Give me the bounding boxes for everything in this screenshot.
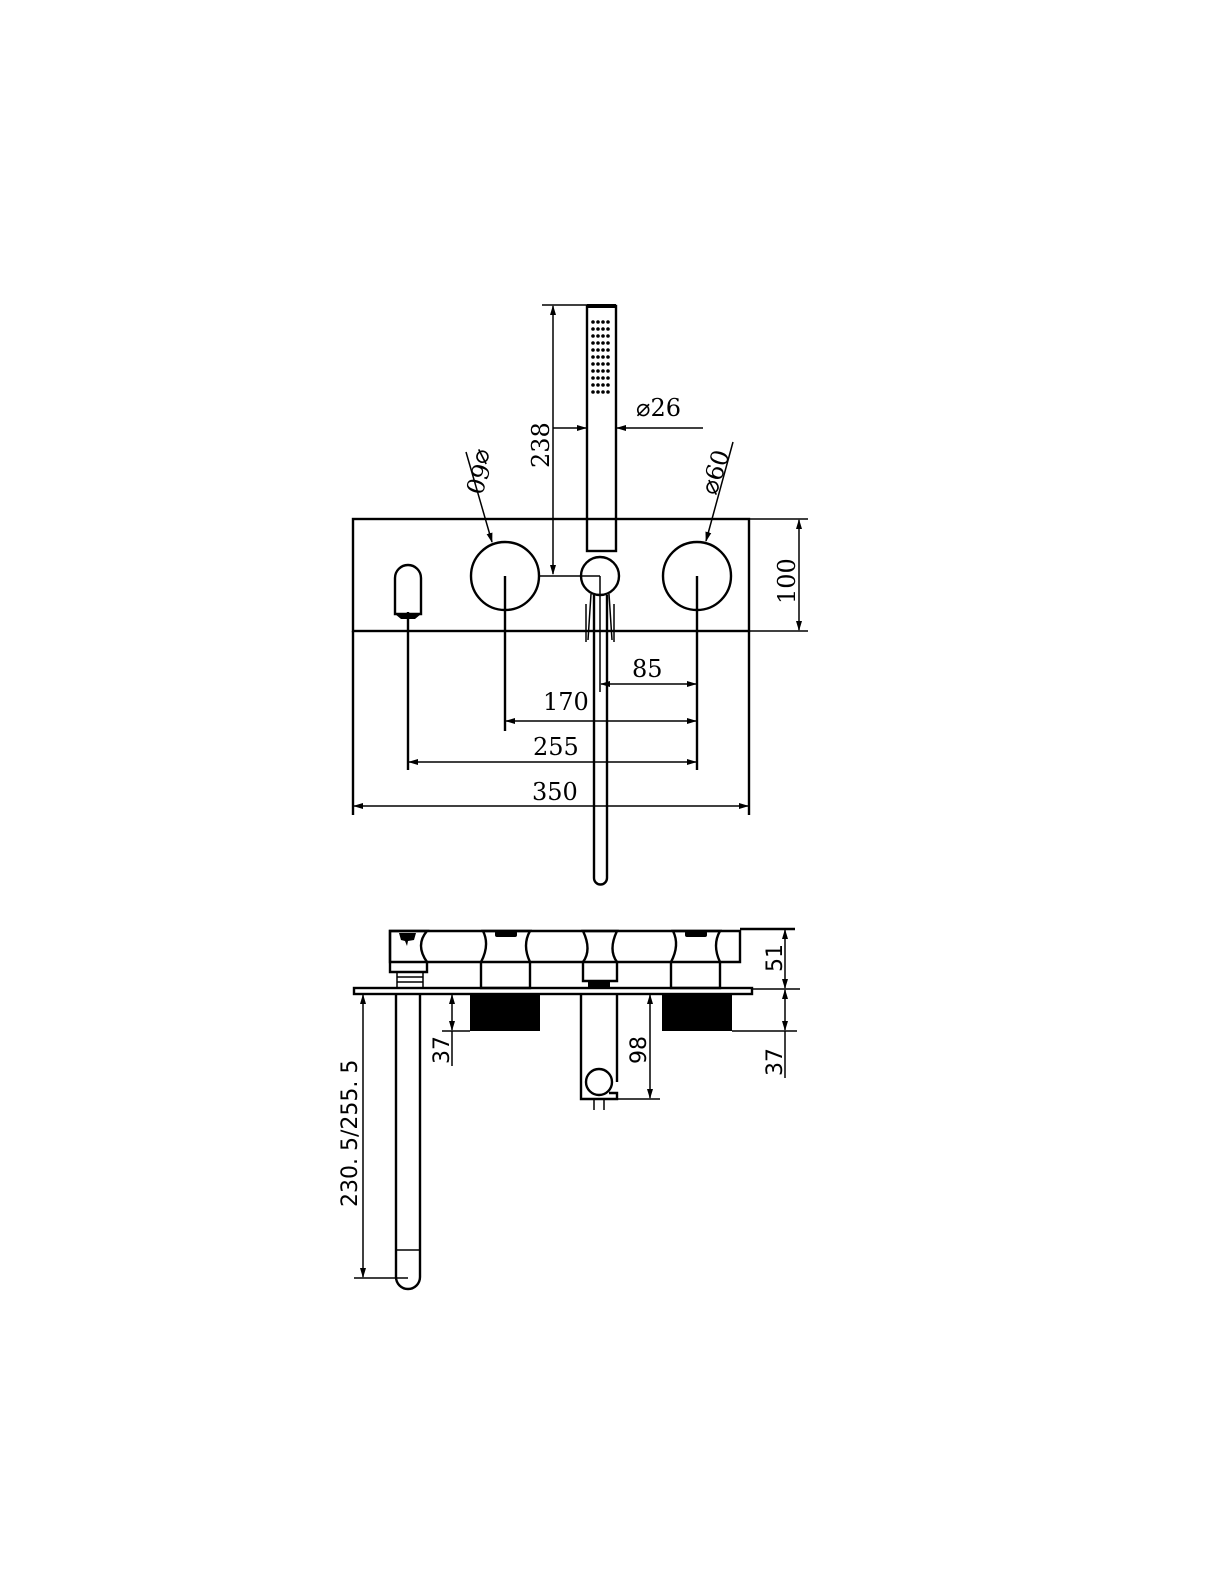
left-thread-body [470, 994, 540, 1031]
dim-350: 350 [532, 778, 578, 806]
side-left-handle [479, 929, 533, 990]
dim-diameter-26: ⌀26 [636, 394, 681, 422]
dim-diameter-60-left: ⌀60 [459, 446, 500, 497]
side-right-handle [669, 929, 723, 990]
dim-238: 238 [527, 422, 555, 468]
dim-98: 98 [627, 1036, 652, 1064]
dim-spout-length: 230. 5/255. 5 [338, 1060, 363, 1207]
dim-100: 100 [773, 558, 801, 604]
dim-diameter-60-right: ⌀60 [695, 446, 736, 497]
dim-255: 255 [533, 733, 579, 761]
dim-170: 170 [543, 688, 589, 716]
side-diverter [581, 929, 619, 983]
dim-37-left: 37 [430, 1036, 455, 1064]
right-thread-body [662, 994, 732, 1031]
dim-37-right: 37 [763, 1048, 788, 1076]
shower-nozzle-grid [591, 320, 610, 394]
dim-51: 51 [763, 944, 788, 972]
side-view: 51 37 37 98 230. 5/255. 5 [338, 927, 800, 1291]
side-plate [352, 986, 754, 996]
shower-hose [592, 595, 609, 886]
spout-front [393, 563, 423, 616]
side-spout-pipe [394, 994, 422, 1291]
front-view: 85 170 255 350 238 ⌀26 ⌀60 ⌀60 100 [351, 304, 808, 886]
dim-85: 85 [632, 655, 663, 683]
